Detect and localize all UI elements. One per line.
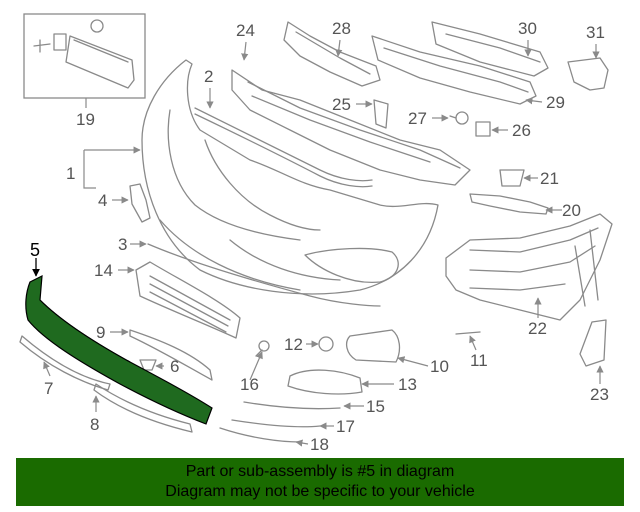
absorber-30	[431, 21, 549, 77]
callout-2: 2	[204, 67, 213, 86]
callout-16: 16	[240, 375, 259, 394]
callout-29: 29	[546, 93, 565, 112]
clip-25	[373, 99, 389, 129]
callout-13: 13	[398, 375, 417, 394]
callout-10: 10	[430, 357, 449, 376]
sensor-12	[318, 336, 334, 352]
screw-16	[255, 340, 270, 357]
absorber-28	[283, 21, 381, 87]
pin-11	[455, 331, 481, 335]
molding-3	[147, 243, 381, 307]
callout-8: 8	[90, 415, 99, 434]
callout-30: 30	[518, 19, 537, 38]
lower-grille-14	[135, 261, 241, 339]
callout-31: 31	[586, 23, 605, 42]
trim-8	[93, 383, 193, 433]
bracket-31	[567, 57, 609, 91]
info-banner: Part or sub-assembly is #5 in diagram Di…	[16, 458, 624, 506]
callout-6: 6	[170, 357, 179, 376]
callout-24: 24	[236, 21, 255, 40]
callout-5: 5	[30, 240, 40, 260]
fog-grille-13	[287, 369, 363, 395]
callout-9: 9	[96, 323, 105, 342]
callout-26: 26	[512, 121, 531, 140]
trim-7	[19, 335, 111, 391]
callout-4: 4	[98, 191, 107, 210]
upper-trim-2	[194, 107, 373, 188]
callout-20: 20	[562, 201, 581, 220]
callout-27: 27	[408, 109, 427, 128]
bracket-23	[579, 319, 607, 367]
callout-1: 1	[66, 164, 75, 183]
callout-7: 7	[44, 379, 53, 398]
screw-27	[449, 111, 469, 125]
highlighted-part-5	[25, 274, 213, 425]
callout-18: 18	[310, 435, 329, 454]
banner-line-1: Part or sub-assembly is #5 in diagram	[185, 463, 455, 480]
callout-11: 11	[470, 351, 488, 370]
trim-18	[219, 427, 301, 443]
bracket-20	[469, 193, 549, 215]
leader-lines	[32, 39, 604, 447]
callout-labels: 1 2 3 4 5 6 7 8 9 10 11 12 13 14 15 16 1…	[30, 19, 609, 454]
part-5-edge	[39, 299, 131, 363]
callout-3: 3	[118, 235, 127, 254]
callout-17: 17	[336, 417, 355, 436]
screw-6	[139, 359, 157, 371]
reinforcement-22	[445, 213, 613, 321]
trim-15	[243, 401, 341, 410]
fog-bezel-10	[345, 329, 401, 363]
callout-23: 23	[590, 385, 609, 404]
callout-22: 22	[528, 319, 547, 338]
callout-19: 19	[76, 110, 95, 129]
grille-assembly	[231, 69, 471, 186]
callout-14: 14	[94, 261, 113, 280]
callout-25: 25	[332, 95, 351, 114]
bracket-21	[499, 169, 525, 187]
banner-line-2: Diagram may not be specific to your vehi…	[165, 483, 475, 500]
molding-9	[129, 329, 213, 381]
callout-15: 15	[366, 397, 385, 416]
bracket-4	[129, 183, 151, 223]
callout-21: 21	[540, 169, 559, 188]
inset-box-19: 19	[23, 13, 146, 129]
callout-28: 28	[332, 19, 351, 38]
callout-12: 12	[284, 335, 303, 354]
trim-17	[231, 419, 321, 428]
bumper-cover	[141, 59, 439, 295]
clip-26	[475, 121, 491, 137]
